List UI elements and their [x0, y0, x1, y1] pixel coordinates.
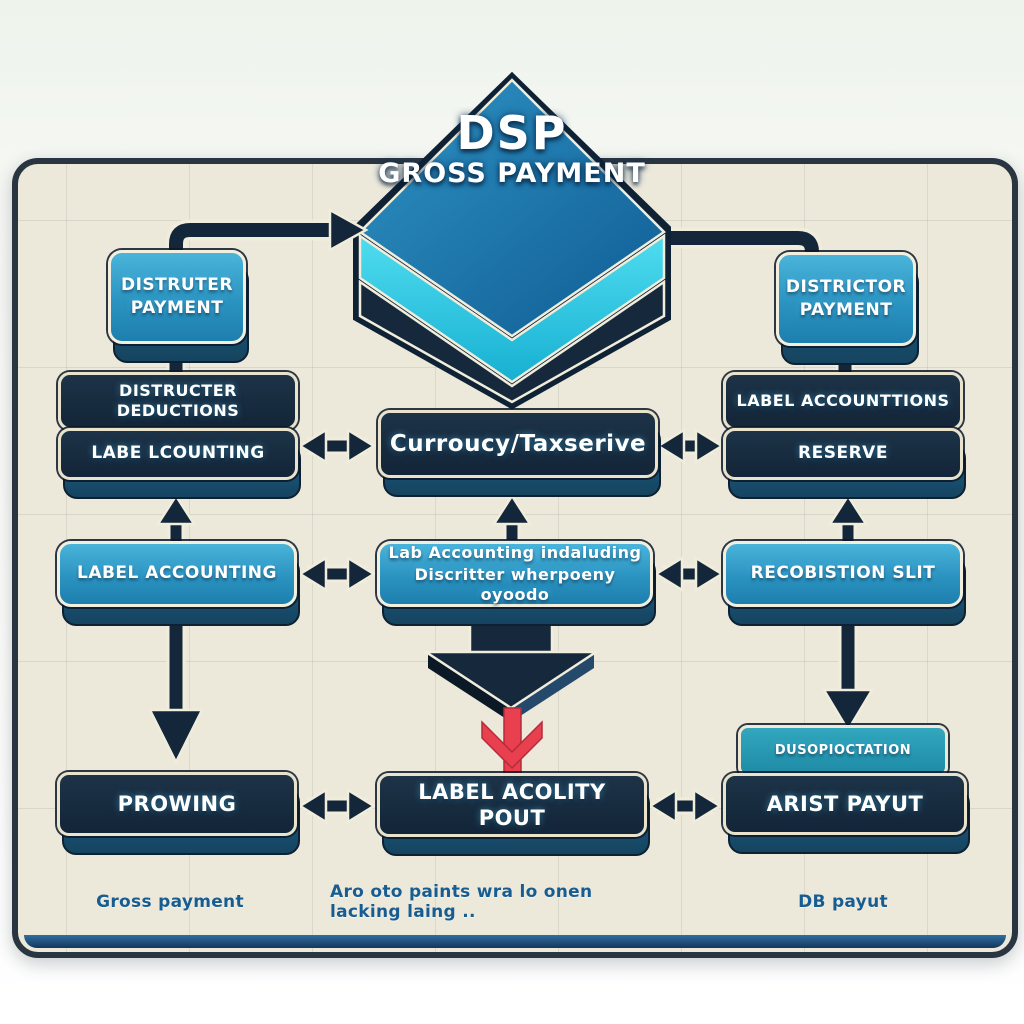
arrow-horizontal-row1-right-icon — [655, 427, 725, 465]
node-label: ARIST PAYUT — [766, 791, 924, 816]
node-label: RECOBISTION SLIT — [750, 563, 936, 584]
node-label-line: Lab Accounting indaluding — [388, 543, 642, 562]
pipe-left-elbow — [165, 219, 340, 262]
node-label: LABEL ACCOUNTING — [76, 563, 277, 584]
node-label-accounting: LABEL ACCOUNTING — [57, 541, 300, 626]
panel-bottom-bar — [24, 935, 1006, 948]
node-distructer-deductions: DISTRUCTER DEDUCTIONS — [58, 372, 298, 430]
caption-db-payut: DB payut — [798, 892, 888, 912]
node-label: DISTRUCTER DEDUCTIONS — [116, 381, 240, 420]
node-label: LABE LCOUNTING — [91, 443, 265, 464]
node-labe-lcounting: LABE LCOUNTING — [58, 428, 301, 499]
node-label-accounttions: LABEL ACCOUNTTIONS — [723, 372, 963, 430]
node-label-line: DISTRUTER — [121, 274, 233, 295]
arrow-up-right-icon — [827, 493, 869, 546]
arrow-horizontal-row3-left-icon — [297, 787, 377, 825]
node-label-line: PAYMENT — [799, 300, 893, 320]
dsp-diamond — [353, 71, 671, 410]
diamond-title: DSP — [456, 106, 568, 160]
node-label: Curroucy/Taxserive — [389, 430, 647, 457]
arrow-down-red-icon — [481, 707, 543, 793]
arrow-up-left-icon — [155, 493, 197, 546]
node-label: LABEL ACOLITY POUT — [418, 779, 606, 830]
arrow-up-center-icon — [491, 493, 533, 540]
arrow-horizontal-row1-left-icon — [297, 427, 377, 465]
node-label-line: PAYMENT — [130, 298, 224, 318]
node-label: RESERVE — [798, 443, 888, 464]
caption-center-note: Aro oto paints wra lo onen lacking laing… — [330, 882, 593, 922]
arrow-horizontal-row3-right-icon — [647, 787, 723, 825]
node-label-line: DISTRICTOR — [785, 276, 907, 297]
caption-gross-payment: Gross payment — [96, 892, 244, 912]
diamond-subtitle: GROSS PAYMENT — [378, 158, 646, 189]
node-label-acolity-pout: LABEL ACOLITY POUT — [377, 773, 650, 856]
node-arist-payut: ARIST PAYUT — [723, 773, 970, 854]
pipe-left-arrowhead-icon — [328, 207, 369, 253]
node-districtor-payment: DISTRICTOR PAYMENT — [776, 252, 919, 365]
node-label: PROWING — [117, 791, 237, 816]
arrow-horizontal-row2-right-icon — [653, 555, 725, 593]
node-label: LABEL ACCOUNTTIONS — [736, 391, 950, 410]
arrow-down-right-icon — [821, 612, 875, 733]
node-prowing: PROWING — [57, 772, 300, 855]
node-label-line: Discritter wherpoeny oyoodo — [414, 565, 616, 604]
node-reserve: RESERVE — [723, 428, 966, 499]
pipe-right-elbow — [640, 227, 823, 270]
node-lab-accounting-indaluding: Lab Accounting indaluding Discritter whe… — [377, 541, 656, 626]
node-curroucy-taxserive: Curroucy/Taxserive — [378, 410, 661, 497]
arrow-down-left-icon — [147, 612, 205, 765]
node-label: DUSOPIOCTATION — [774, 742, 912, 758]
arrow-horizontal-row2-left-icon — [297, 555, 377, 593]
node-dusopioctation-tag: DUSOPIOCTATION — [738, 725, 948, 777]
node-distruter-payment: DISTRUTER PAYMENT — [108, 250, 249, 363]
node-recobistion-slit: RECOBISTION SLIT — [723, 541, 966, 626]
